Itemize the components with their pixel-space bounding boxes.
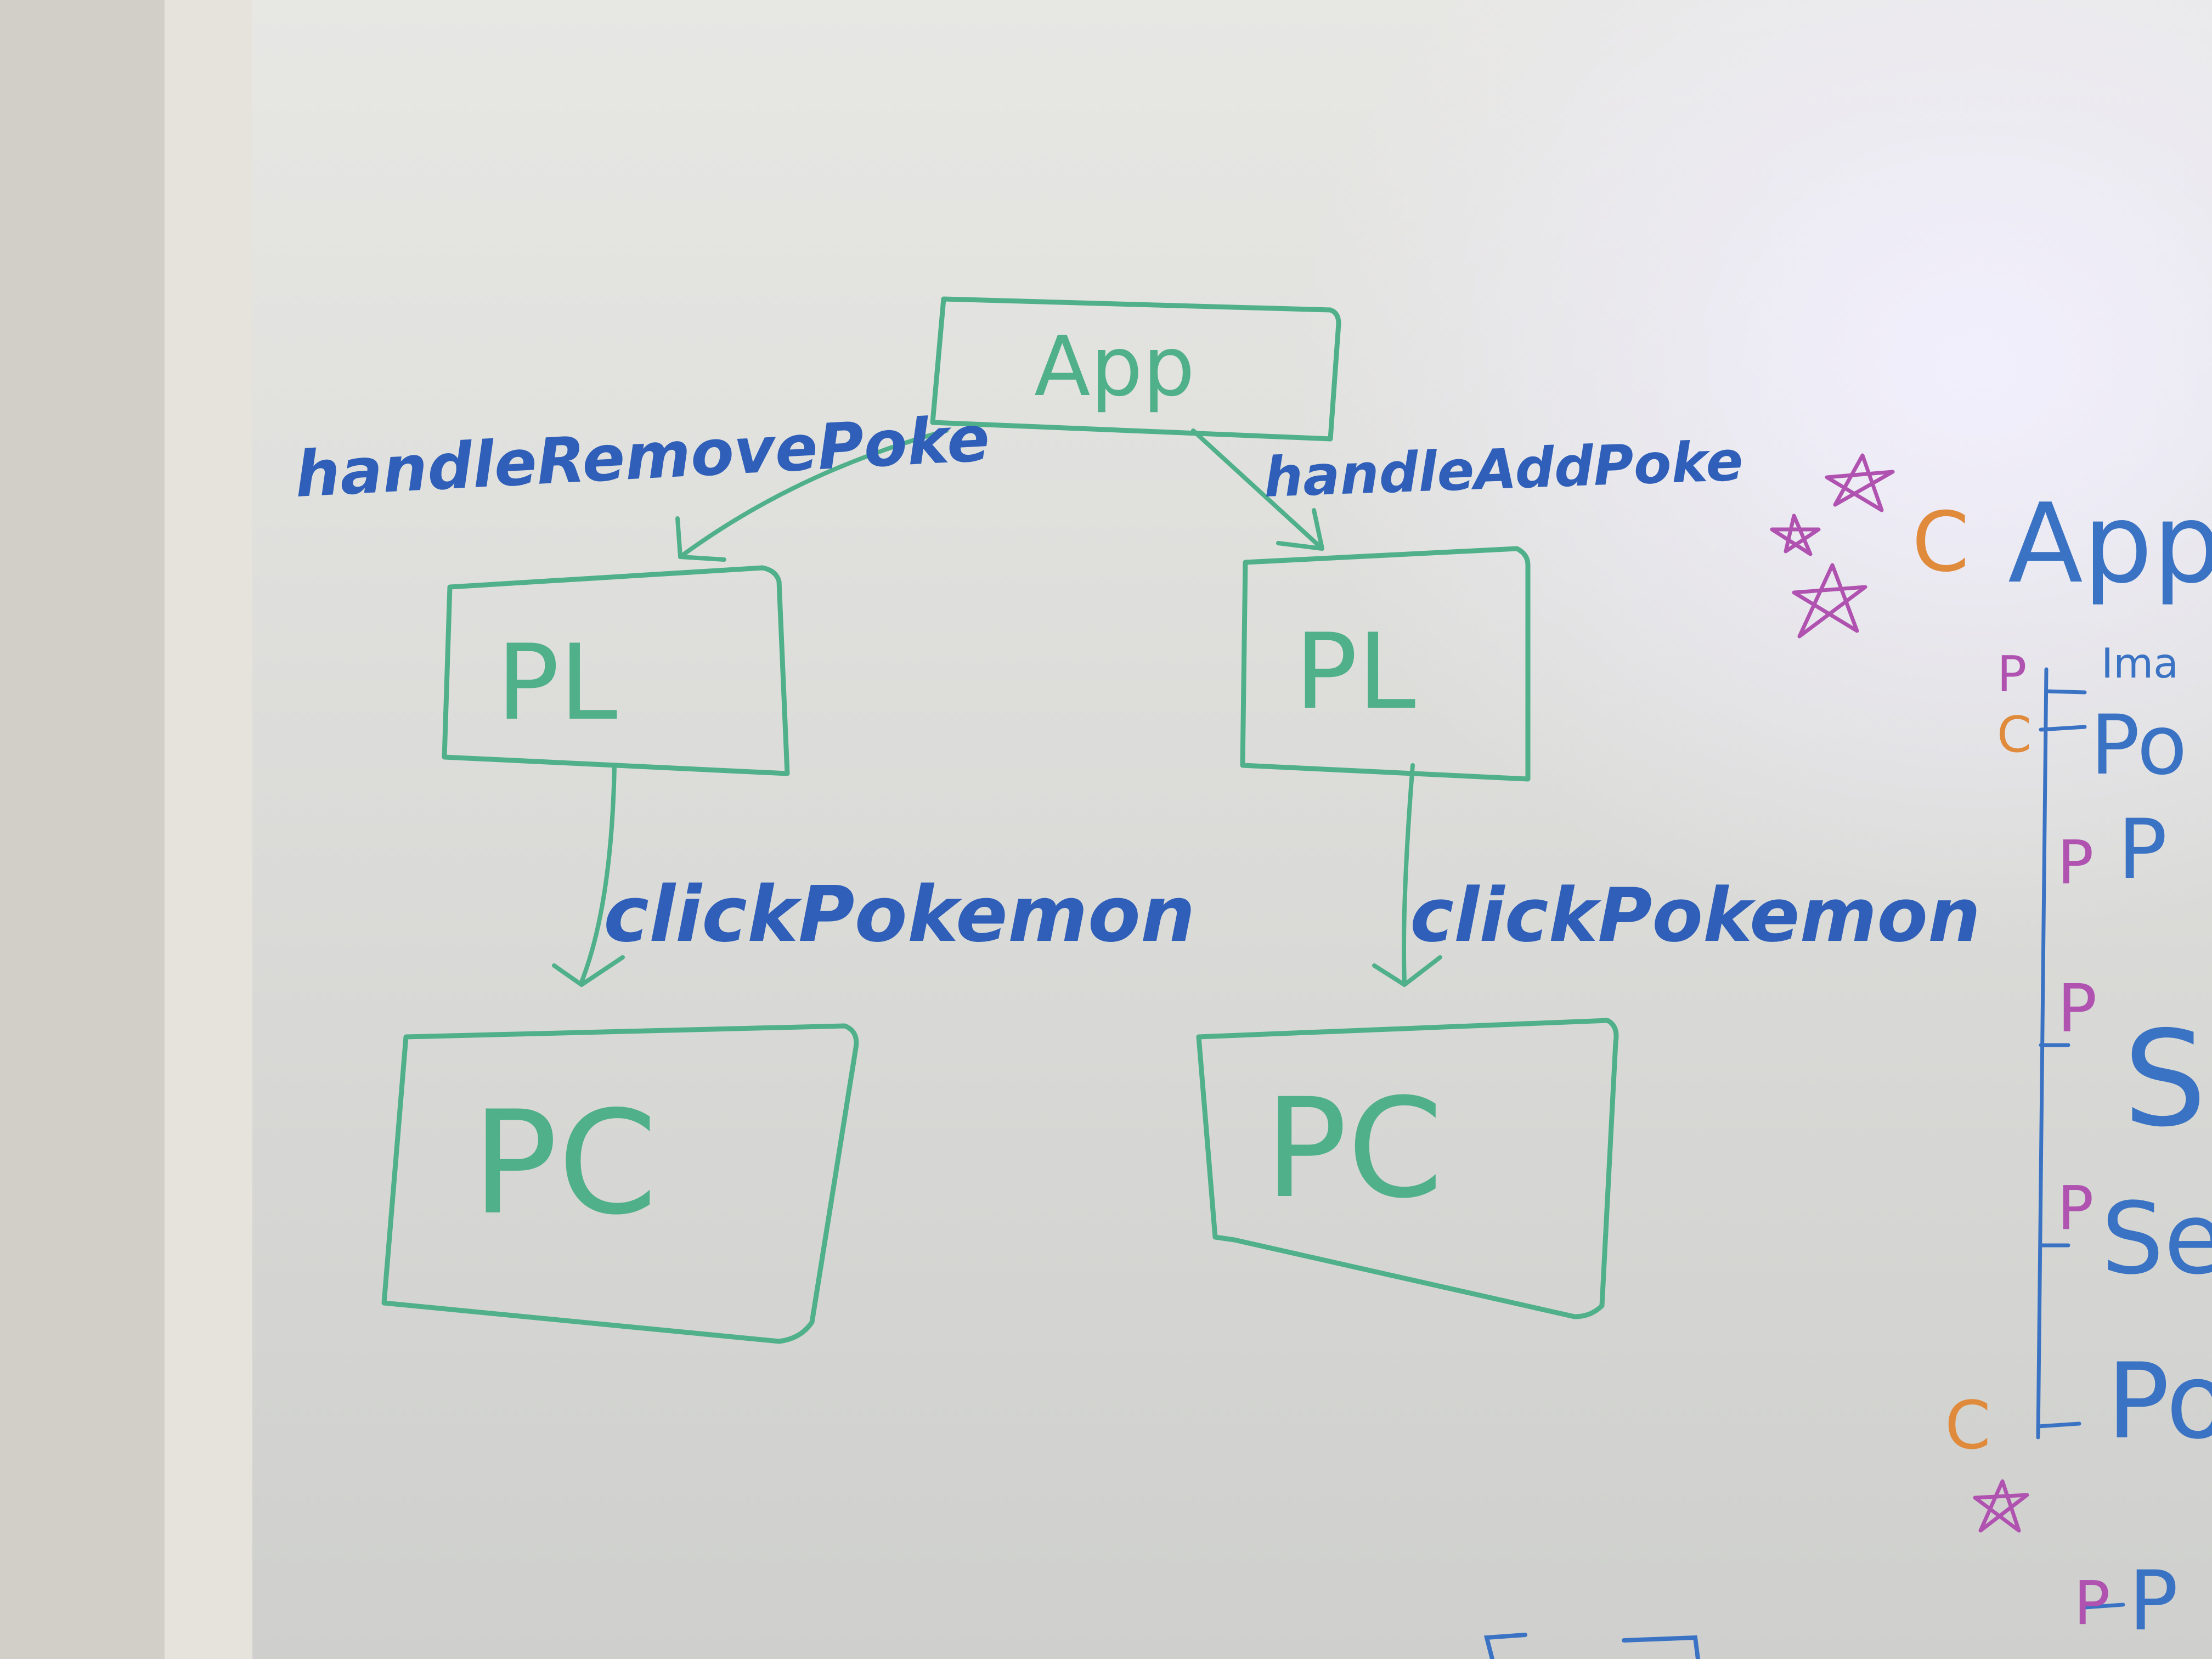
tree-item-type: C bbox=[1997, 706, 2032, 764]
arrow-pl-left-to-pc-left bbox=[579, 763, 617, 984]
arrow-app-to-pl-right bbox=[1191, 428, 1324, 551]
tree-item-type: P bbox=[2057, 827, 2094, 898]
partial-bracket-mark bbox=[1622, 1635, 1700, 1659]
tree-root-type: C bbox=[1912, 495, 1970, 590]
tree-item-label: S bbox=[2123, 1002, 2207, 1156]
tree-item-label: P bbox=[2118, 802, 2167, 898]
arrow-head-app-to-pl-left bbox=[675, 516, 726, 562]
app-box bbox=[930, 296, 1341, 442]
tree-branch-line bbox=[2083, 1602, 2125, 1610]
tree-branch-line bbox=[2044, 689, 2087, 695]
tree-item-label: Se bbox=[2101, 1182, 2212, 1296]
tree-item-type: P bbox=[2074, 1568, 2110, 1638]
arrow-head-pl-left-to-pc-left bbox=[552, 955, 625, 987]
node-app-label: App bbox=[1034, 319, 1195, 415]
light-glare bbox=[252, 0, 2212, 1659]
edge-label-click-pokemon-right: clickPokemon bbox=[1410, 872, 1980, 958]
tree-item-type: P bbox=[1997, 646, 2027, 703]
tree-item-label: Po bbox=[2090, 698, 2187, 793]
node-pc-right-label: PC bbox=[1265, 1069, 1443, 1228]
star-icon bbox=[1792, 563, 1867, 639]
node-pl-right-label: PL bbox=[1295, 611, 1415, 732]
tree-item-type: P bbox=[2057, 971, 2097, 1047]
tree-item-label: Po bbox=[2107, 1341, 2212, 1462]
tree-item-type: P bbox=[2057, 1173, 2094, 1243]
pl-right-box bbox=[1240, 546, 1531, 782]
tree-branch-line bbox=[2039, 725, 2087, 732]
tree-trunk-line bbox=[2036, 667, 2049, 1440]
star-icon bbox=[1825, 453, 1895, 512]
tree-item-label: Ima bbox=[2101, 639, 2179, 687]
arrow-head-pl-right-to-pc-right bbox=[1372, 955, 1442, 987]
arrow-head-app-to-pl-right bbox=[1276, 508, 1324, 551]
tree-item-label: P bbox=[2129, 1554, 2178, 1649]
node-pl-left-label: PL bbox=[496, 622, 617, 743]
node-pc-left-label: PC bbox=[472, 1081, 657, 1246]
board-frame bbox=[165, 0, 252, 1659]
tree-item-type: C bbox=[1945, 1388, 1991, 1464]
star-icon bbox=[1973, 1479, 2029, 1533]
arrow-app-to-pl-left bbox=[678, 428, 949, 559]
pl-left-box bbox=[442, 565, 790, 776]
star-icon bbox=[1770, 514, 1821, 556]
pc-left-box bbox=[381, 1023, 859, 1344]
edge-label-click-pokemon-left: clickPokemon bbox=[603, 870, 1195, 960]
pc-right-box bbox=[1196, 1018, 1619, 1319]
tree-root-label: App bbox=[2008, 480, 2212, 608]
partial-bracket-mark bbox=[1483, 1633, 1527, 1659]
arrow-pl-right-to-pc-right bbox=[1402, 763, 1415, 984]
tree-branch-line bbox=[2036, 1421, 2081, 1429]
